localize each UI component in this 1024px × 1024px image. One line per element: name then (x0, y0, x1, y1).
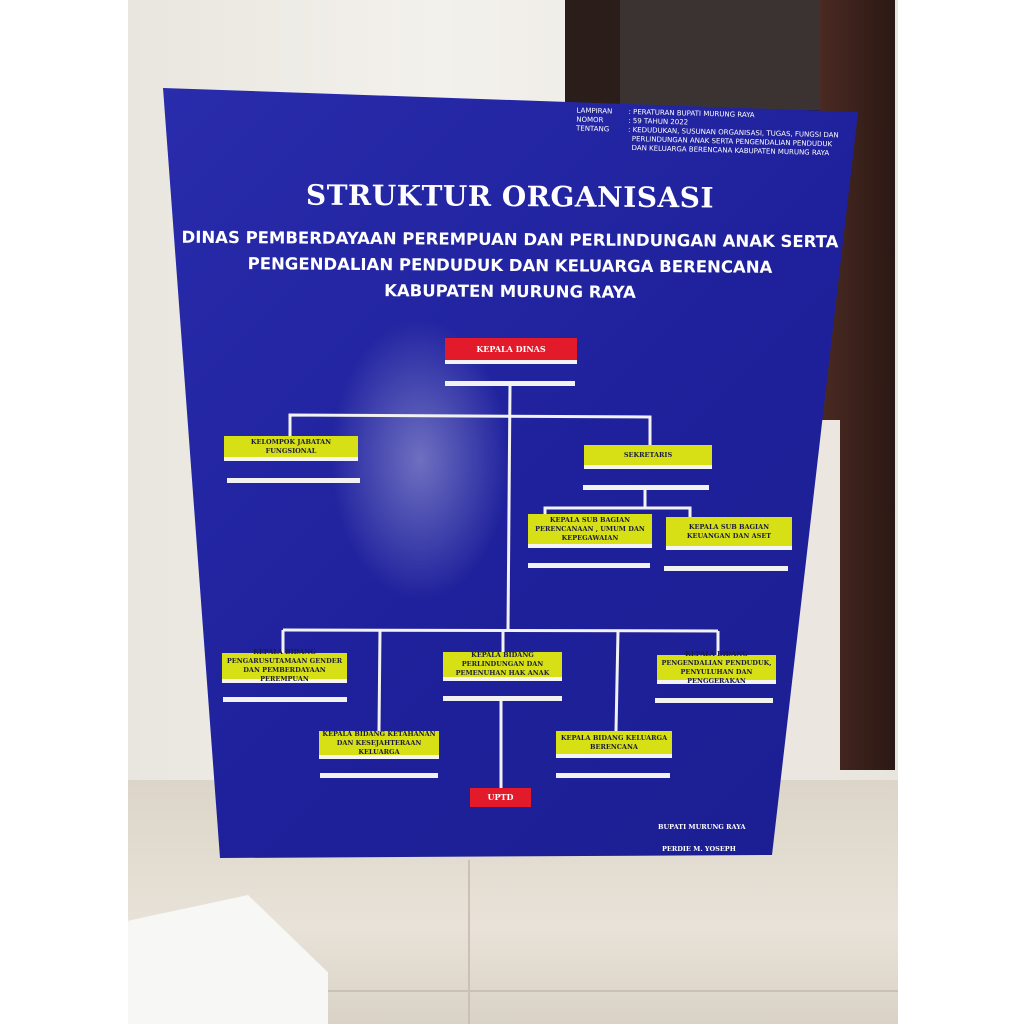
door-opening (620, 0, 820, 110)
box-subbag-keuangan: KEPALA SUB BAGIAN KEUANGAN DAN ASET (666, 517, 792, 550)
connector (614, 630, 620, 732)
connector (506, 385, 512, 631)
box-bidang-gender: KEPALA BIDANG PENGARUSUTAMAAN GENDER DAN… (222, 648, 347, 683)
light-glare (330, 320, 510, 600)
box-uptd: UPTD (470, 788, 531, 807)
name-bar (583, 485, 709, 490)
connector (282, 628, 719, 633)
name-bar (227, 478, 360, 483)
box-kepala-dinas: KEPALA DINAS (445, 338, 577, 364)
name-bar (556, 773, 670, 778)
name-bar (664, 566, 788, 571)
name-bar (223, 697, 347, 702)
box-subbag-umum: KEPALA SUB BAGIAN PERENCANAAN , UMUM DAN… (528, 514, 652, 548)
box-jabatan-fungsional: KELOMPOK JABATAN FUNGSIONAL (224, 436, 358, 461)
signature-name: PERDIE M. YOSEPH (662, 845, 736, 853)
box-bidang-ketahanan: KEPALA BIDANG KETAHANAN DAN KESEJAHTERAA… (319, 730, 439, 759)
signature-title: BUPATI MURUNG RAYA (658, 823, 746, 831)
name-bar (320, 773, 438, 778)
name-bar (528, 563, 650, 568)
connector (645, 506, 692, 517)
name-bar (443, 696, 562, 701)
name-bar (445, 381, 575, 386)
box-bidang-kb: KEPALA BIDANG KELUARGA BERENCANA (556, 731, 672, 758)
box-bidang-pengendalian: KEPALA BIDANG PENGENDALIAN PENDUDUK, PEN… (657, 650, 776, 685)
box-bidang-perlindungan: KEPALA BIDANG PERLINDUNGAN DAN PEMENUHAN… (443, 651, 562, 681)
connector (543, 490, 647, 514)
connector (377, 629, 382, 732)
name-bar (655, 698, 773, 703)
box-sekretaris: SEKRETARIS (584, 445, 712, 469)
connector (288, 413, 652, 445)
